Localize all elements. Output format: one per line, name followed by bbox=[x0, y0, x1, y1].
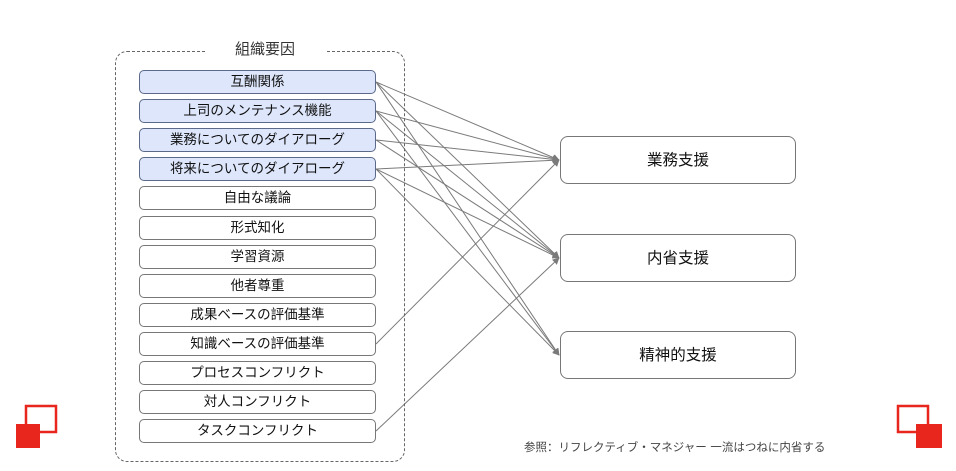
connection-line bbox=[375, 110, 560, 162]
factor-box: 学習資源 bbox=[139, 245, 376, 269]
connection-line bbox=[375, 168, 560, 356]
factor-box: 知識ベースの評価基準 bbox=[139, 332, 376, 356]
group-title: 組織要因 bbox=[205, 36, 325, 62]
factor-box: 自由な議論 bbox=[139, 186, 376, 210]
factor-box: 形式知化 bbox=[139, 216, 376, 240]
connection-line bbox=[375, 159, 560, 345]
connection-line bbox=[375, 110, 560, 356]
connection-line bbox=[375, 156, 560, 170]
factor-box: 互酬関係 bbox=[139, 70, 376, 94]
factor-box: 上司のメンテナンス機能 bbox=[139, 99, 376, 123]
connection-line bbox=[375, 139, 560, 259]
logo-mark-right bbox=[896, 404, 942, 448]
factor-box: プロセスコンフリクト bbox=[139, 361, 376, 385]
support-box: 業務支援 bbox=[560, 136, 796, 184]
factor-box: 他者尊重 bbox=[139, 274, 376, 298]
support-box: 内省支援 bbox=[560, 234, 796, 282]
factor-box: 業務についてのダイアローグ bbox=[139, 128, 376, 152]
connection-line bbox=[375, 110, 560, 259]
reference-note: 参照：リフレクティブ・マネジャー 一流はつねに内省する bbox=[524, 440, 826, 454]
connection-line bbox=[375, 81, 560, 161]
factor-box: 将来についてのダイアローグ bbox=[139, 157, 376, 181]
factor-box: 成果ベースの評価基準 bbox=[139, 303, 376, 327]
support-box: 精神的支援 bbox=[560, 331, 796, 379]
factor-box: タスクコンフリクト bbox=[139, 419, 376, 443]
connection-line bbox=[375, 168, 560, 259]
connection-line bbox=[375, 81, 560, 259]
connection-line bbox=[375, 81, 560, 356]
connection-line bbox=[375, 139, 560, 163]
factor-box: 対人コンフリクト bbox=[139, 390, 376, 414]
connection-line bbox=[375, 257, 560, 432]
logo-mark-left bbox=[16, 404, 58, 448]
